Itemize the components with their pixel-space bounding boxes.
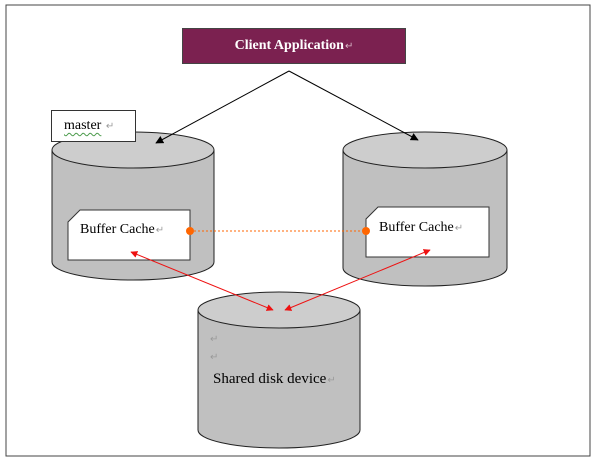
right-buffer-cache-label: Buffer Cache [379,220,454,235]
right-cache-connector-dot [362,227,370,235]
diagram-frame [5,4,591,457]
client-to-node-arrow [288,70,419,141]
shared-disk-label: Shared disk device [213,371,327,387]
paragraph-mark-icon: ↵ [454,223,464,234]
paragraph-mark-icon: ↵ [155,225,165,236]
right-buffer-cache-label-wrap: Buffer Cache↵ [379,220,463,236]
master-tag-label: master [64,118,102,133]
right-cache-disk-arrow [284,249,431,311]
left-cache-connector-dot [186,227,194,235]
left-buffer-cache-label-wrap: Buffer Cache↵ [80,222,164,238]
left-buffer-cache-label: Buffer Cache [80,222,155,237]
paragraph-mark-icon: ↵ [210,334,219,345]
paragraph-mark-icon: ↵ [105,121,115,132]
paragraph-mark-icon: ↵ [210,352,219,363]
shared-disk-label-wrap: Shared disk device↵ [213,371,336,388]
paragraph-mark-icon: ↵ [327,375,336,386]
client-application-label: Client Application [234,38,344,53]
client-application-box: Client Application ↵ [182,28,406,64]
left-cache-disk-arrow [130,251,274,311]
master-tag-box: master ↵ [51,110,136,142]
shared-disk-cylinder [197,291,361,449]
client-to-master-arrow [155,70,290,144]
paragraph-mark-icon: ↵ [344,40,354,52]
left-buffer-cache-card [67,209,191,261]
